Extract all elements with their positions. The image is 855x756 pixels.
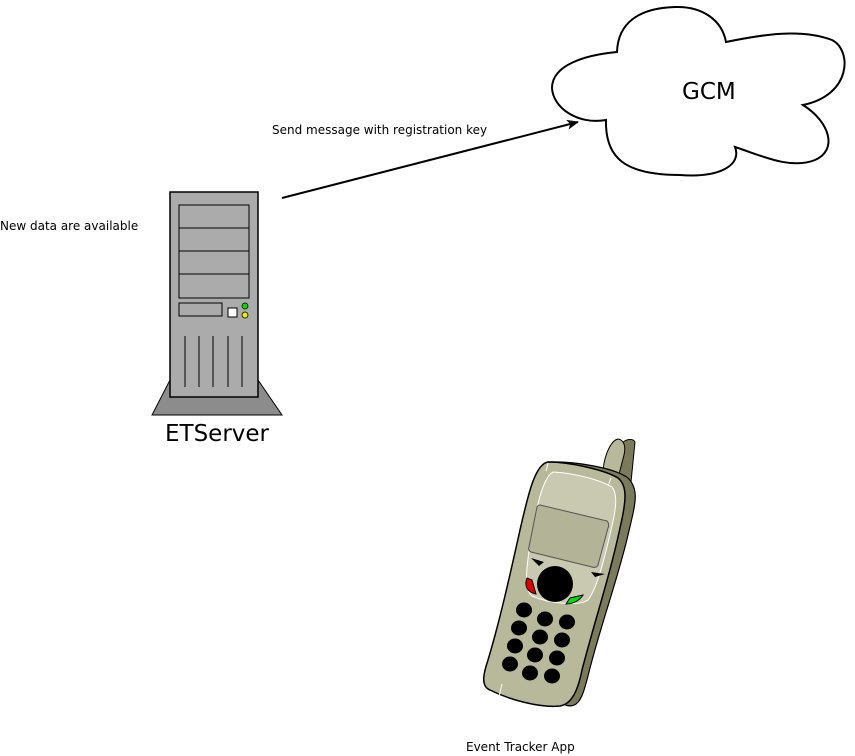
send-message-label: Send message with registration key <box>272 123 488 137</box>
phone-icon <box>483 438 636 708</box>
new-data-label: New data are available <box>0 219 139 233</box>
server-icon <box>151 191 283 416</box>
phone-label: Event Tracker App <box>466 740 575 754</box>
send-message-arrow <box>281 119 579 199</box>
gcm-cloud-shape <box>550 5 846 177</box>
server-label: ETServer <box>165 421 270 447</box>
gcm-label: GCM <box>682 79 736 105</box>
